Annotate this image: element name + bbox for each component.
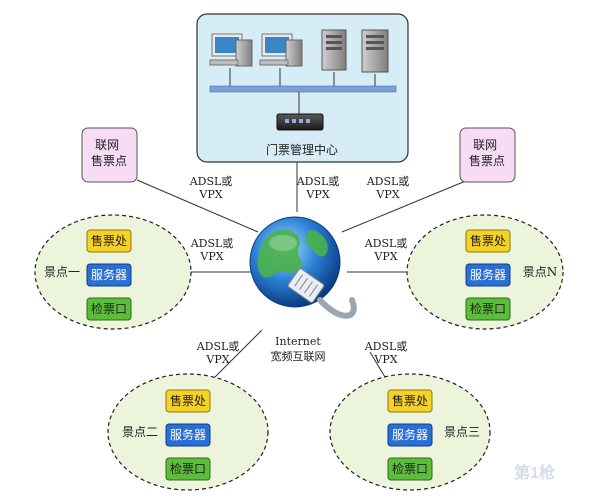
outlet-left-box — [81, 127, 138, 183]
site-3-ticket-label: 售票处 — [392, 393, 428, 408]
scenic-sites: 售票处服务器检票口景点一售票处服务器检票口景点N售票处服务器检票口景点二售票处服… — [34, 214, 564, 491]
site-2-ticket-label: 售票处 — [170, 393, 206, 408]
conn-label-site3-line2: VPX — [373, 353, 397, 366]
outlet-right-label: 联网 售票点 — [469, 138, 505, 168]
outlet-left: 联网 售票点 — [81, 127, 138, 183]
outlet-left-line2: 售票点 — [91, 153, 127, 168]
site-3-gate-label: 检票口 — [392, 461, 428, 476]
server-tower-icon — [361, 29, 389, 73]
outlet-left-label: 联网 售票点 — [91, 138, 127, 168]
ticket-management-center: 门票管理中心 — [196, 13, 409, 163]
site-2-gate-label: 检票口 — [170, 461, 206, 476]
conn-label-left-outlet-line2: VPX — [198, 188, 222, 201]
site-2-name: 景点二 — [122, 425, 158, 439]
site-1-ticket-label: 售票处 — [91, 233, 127, 248]
conn-label-right-outlet-line1: ADSL或 — [366, 175, 410, 188]
conn-label-center-line2: VPX — [305, 188, 329, 201]
site-1-server-label: 服务器 — [91, 267, 127, 282]
conn-label-site1-line1: ADSL或 — [190, 237, 234, 250]
site-2-ticket-box — [165, 389, 211, 413]
bus-drops — [229, 68, 376, 114]
internet-label-line2: 宽频互联网 — [271, 349, 326, 363]
outlet-right-line2: 售票点 — [469, 153, 505, 168]
conn-label-center-line1: ADSL或 — [296, 175, 340, 188]
outlet-right-box — [459, 127, 516, 183]
site-3-ticket-box — [387, 389, 433, 413]
site-3-server-label: 服务器 — [392, 427, 428, 442]
site-2-server-label: 服务器 — [170, 427, 206, 442]
site-n-name: 景点N — [523, 265, 558, 279]
site-3-name: 景点三 — [444, 425, 480, 439]
conn-label-left-outlet-line1: ADSL或 — [189, 175, 233, 188]
site-n-gate-box — [465, 297, 511, 321]
site-2-server-box — [165, 423, 211, 447]
conn-label-site2-line2: VPX — [205, 353, 229, 366]
site-1-gate-label: 检票口 — [91, 301, 127, 316]
conn-label-siteN-line2: VPX — [373, 250, 397, 263]
desktop-computer-icon — [259, 33, 303, 67]
watermark: 第1枪 — [514, 463, 555, 482]
network-bus — [209, 85, 397, 93]
outlet-left-line1: 联网 — [95, 138, 119, 152]
site-1-gate-box — [86, 297, 132, 321]
site-n-ticket-label: 售票处 — [470, 233, 506, 248]
site-n-ticket-box — [465, 229, 511, 253]
network-switch-icon — [276, 113, 324, 131]
site-1-server-box — [86, 263, 132, 287]
line-site2-internet — [209, 329, 263, 383]
conn-label-right-outlet-line2: VPX — [375, 188, 399, 201]
site-1-name: 景点一 — [44, 265, 80, 279]
internet-label-line1: Internet — [275, 335, 321, 348]
conn-label-site3-line1: ADSL或 — [364, 340, 408, 353]
center-label: 门票管理中心 — [266, 142, 338, 157]
outlet-right: 联网 售票点 — [459, 127, 516, 183]
server-tower-icon — [321, 29, 347, 71]
site-3-server-box — [387, 423, 433, 447]
desktop-computer-icon — [209, 33, 253, 67]
globe-landmass — [305, 230, 328, 257]
line-left-outlet-internet — [136, 179, 259, 233]
conn-label-site1-line2: VPX — [199, 250, 223, 263]
network-cable-icon — [287, 268, 357, 319]
conn-label-siteN-line1: ADSL或 — [364, 237, 408, 250]
globe-landmass — [257, 229, 302, 278]
site-n-server-label: 服务器 — [470, 267, 506, 282]
outlet-right-line1: 联网 — [473, 138, 497, 152]
site-3-gate-box — [387, 457, 433, 481]
site-1-ticket-box — [86, 229, 132, 253]
site-2-gate-box — [165, 457, 211, 481]
line-right-outlet-internet — [341, 179, 469, 233]
site-n-gate-label: 检票口 — [470, 301, 506, 316]
site-n-server-box — [465, 263, 511, 287]
internet-globe — [249, 216, 357, 319]
conn-label-site2-line1: ADSL或 — [196, 340, 240, 353]
